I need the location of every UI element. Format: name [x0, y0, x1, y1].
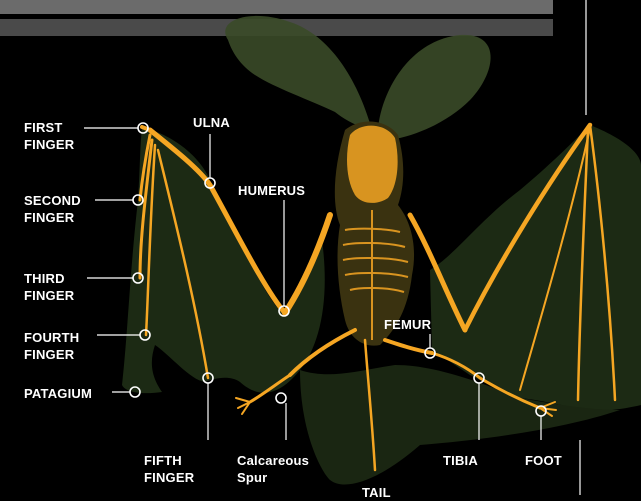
label-fifth-finger: FIFTH FINGER	[144, 452, 194, 486]
skull	[347, 126, 398, 203]
label-femur: FEMUR	[384, 316, 431, 333]
label-second-finger: SECOND FINGER	[24, 192, 81, 226]
label-foot: FOOT	[525, 452, 562, 469]
label-patagium: PATAGIUM	[24, 385, 92, 402]
right-wing-membrane	[430, 125, 641, 411]
label-fourth-finger: FOURTH FINGER	[24, 329, 79, 363]
header-bar	[0, 0, 553, 14]
label-first-finger: FIRST FINGER	[24, 119, 74, 153]
label-humerus: HUMERUS	[238, 182, 305, 199]
label-ulna: ULNA	[193, 114, 230, 131]
label-tibia: TIBIA	[443, 452, 478, 469]
right-ear	[378, 35, 491, 140]
label-tail: TAIL	[362, 484, 391, 501]
first-finger-bone	[142, 127, 150, 130]
label-calcareous-spur: Calcareous Spur	[237, 452, 309, 486]
calcareous-spur-marker	[276, 393, 286, 403]
left-foot	[236, 398, 250, 414]
label-third-finger: THIRD FINGER	[24, 270, 74, 304]
